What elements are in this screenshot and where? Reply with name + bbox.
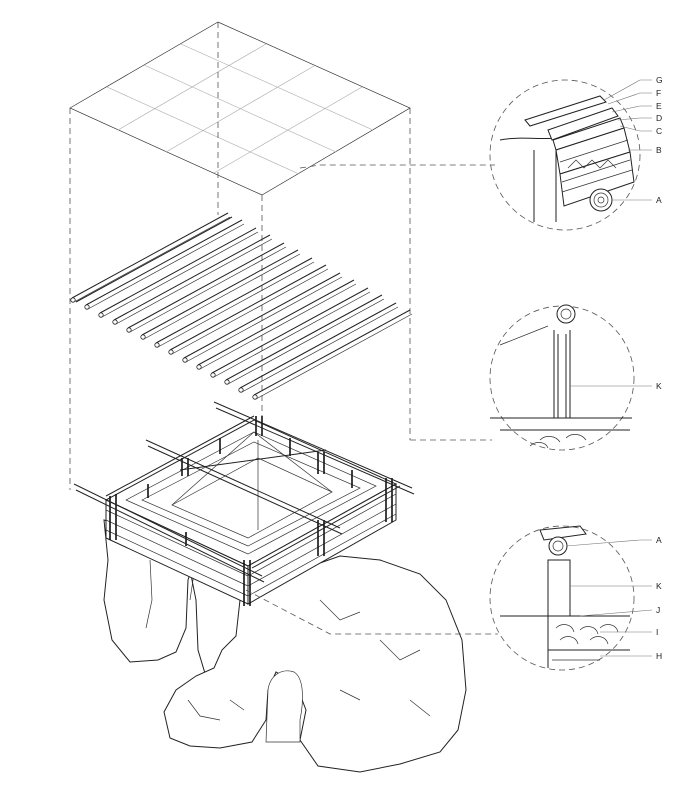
callout-a: A xyxy=(656,535,662,545)
base-tray xyxy=(73,401,415,606)
roof-volume-box xyxy=(69,21,411,560)
roof-poles xyxy=(70,212,413,400)
callout-c: C xyxy=(656,126,662,136)
callout-labels-top: G F E D C B A xyxy=(656,75,663,205)
detail-circle-wall xyxy=(489,304,635,451)
callout-a: A xyxy=(656,195,662,205)
callout-labels-bottom: A K J I H xyxy=(656,535,662,661)
callout-g: G xyxy=(656,75,663,85)
detail-leaders xyxy=(245,164,498,635)
callout-k: K xyxy=(656,381,662,391)
callout-d: D xyxy=(656,113,662,123)
detail-circle-roof xyxy=(489,79,641,231)
callout-f: F xyxy=(656,88,661,98)
callout-labels-middle: K xyxy=(656,381,662,391)
callout-e: E xyxy=(656,101,662,111)
detail-foundation-leaders xyxy=(565,539,653,657)
detail-circle-foundation xyxy=(489,525,635,671)
callout-h: H xyxy=(656,651,662,661)
detail-roof-leaders xyxy=(603,79,652,201)
callout-j: J xyxy=(656,605,660,615)
callout-k: K xyxy=(656,581,662,591)
callout-i: I xyxy=(656,627,658,637)
callout-b: B xyxy=(656,145,662,155)
